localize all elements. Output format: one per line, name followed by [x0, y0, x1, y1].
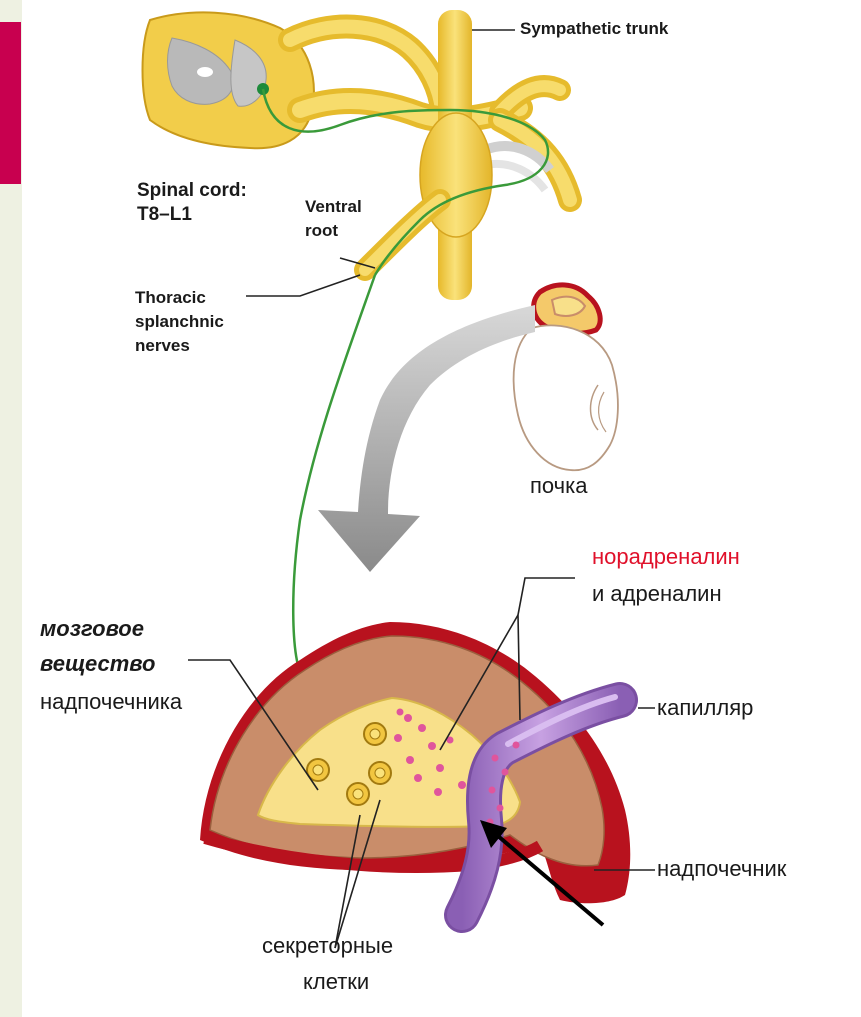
thoracic-splanchnic-label-3: nerves [135, 335, 190, 357]
adrenal-gland-section [200, 622, 630, 903]
sympathetic-trunk-structure [290, 10, 570, 300]
ventral-root-label: Ventral [305, 196, 362, 218]
capillary-label: капилляр [657, 694, 753, 722]
adrenal-gland-label: надпочечник [657, 855, 786, 883]
medulla-label: мозговое [40, 615, 144, 643]
thoracic-splanchnic-label-2: splanchnic [135, 311, 224, 333]
medulla-label-3: надпочечника [40, 688, 182, 716]
ventral-root-label-2: root [305, 220, 338, 242]
secretory-cell [369, 762, 391, 784]
kidney-label: почка [530, 472, 587, 500]
secretory-cells-label: секреторные [262, 932, 393, 960]
spinal-cord-label: Spinal cord: [137, 180, 247, 202]
adrenaline-label: и адреналин [592, 580, 722, 608]
secretory-cell [364, 723, 386, 745]
thoracic-splanchnic-label: Thoracic [135, 287, 206, 309]
secretory-cell [347, 783, 369, 805]
noradrenaline-label: норадреналин [592, 543, 740, 571]
spinal-cord-segments-label: T8–L1 [137, 204, 192, 226]
secretory-cells-label-2: клетки [303, 968, 369, 996]
sympathetic-trunk-label: Sympathetic trunk [520, 18, 668, 40]
medulla-label-2: вещество [40, 650, 155, 678]
